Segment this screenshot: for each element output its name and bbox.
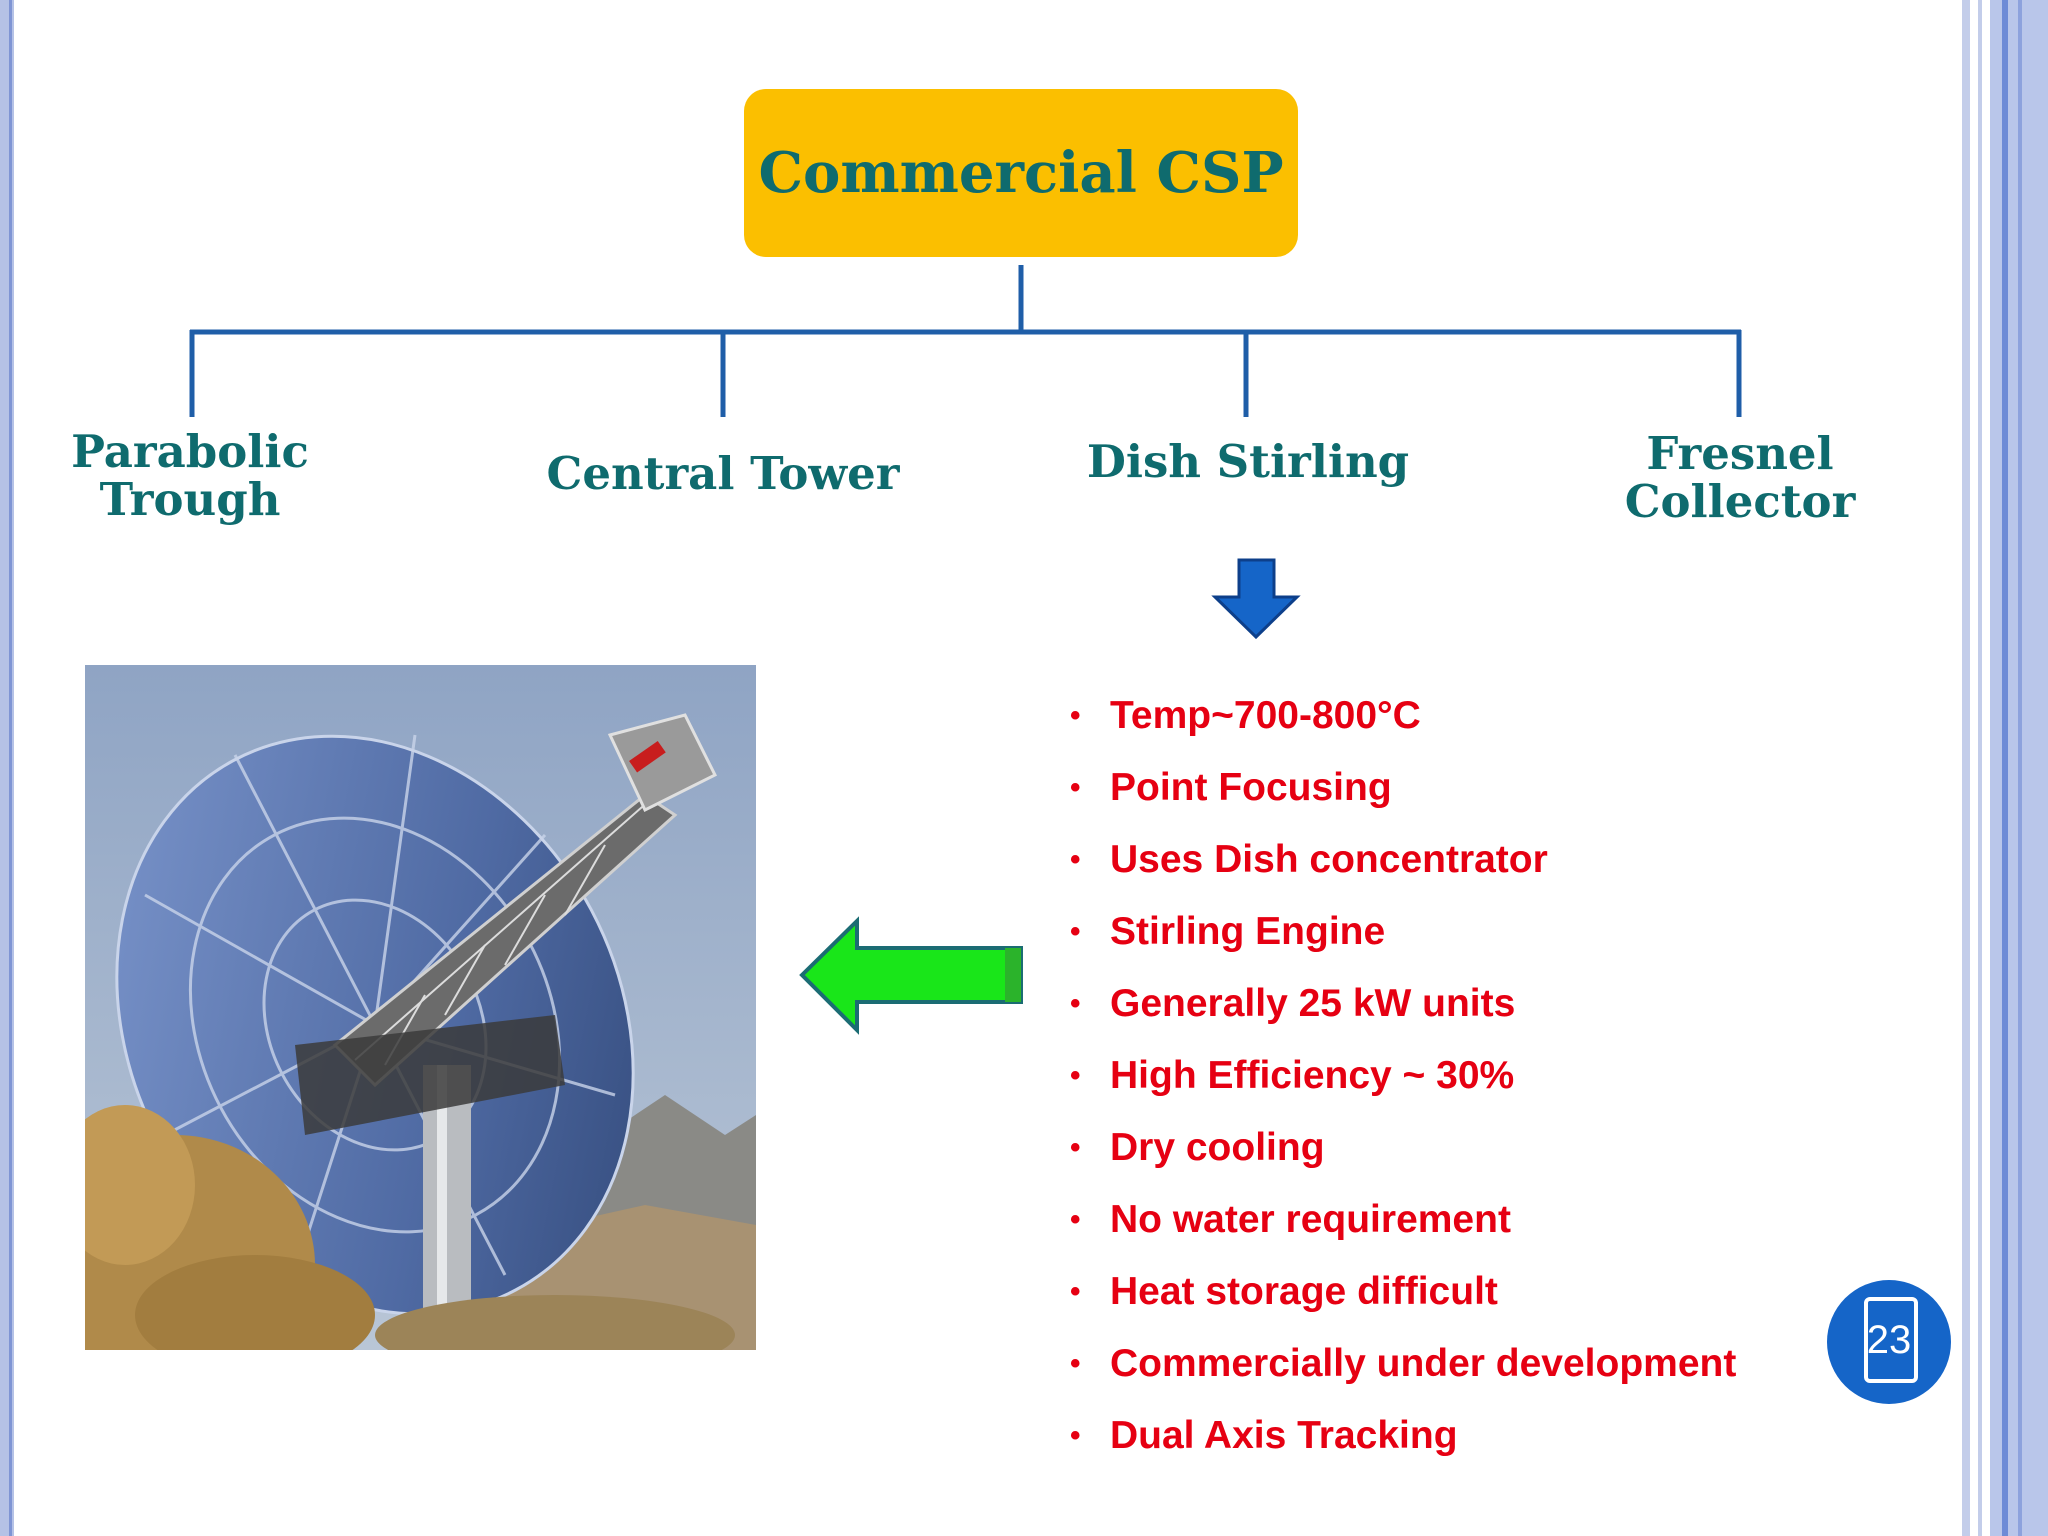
bullet-icon: • (1070, 843, 1081, 876)
bullet-icon: • (1070, 1347, 1081, 1380)
list-item: • Heat storage difficult (1068, 1264, 1736, 1336)
dish-stirling-feature-list: • Temp~700-800°C • Point Focusing • Uses Di… (1068, 688, 1736, 1480)
root-node-label: Commercial CSP (758, 140, 1284, 206)
bullet-icon: • (1070, 1131, 1081, 1164)
branch-node-parabolic-trough: Parabolic Trough (60, 428, 320, 524)
list-item-text: Commercially under development (1110, 1342, 1737, 1385)
list-item-text: No water requirement (1110, 1198, 1511, 1241)
slide-number-badge: 23 (1827, 1280, 1951, 1404)
list-item: • High Efficiency ~ 30% (1068, 1048, 1736, 1120)
list-item: • Temp~700-800°C (1068, 688, 1736, 760)
bullet-icon: • (1070, 1275, 1081, 1308)
branch-node-label-line1: Dish Stirling (1086, 435, 1410, 488)
list-item-text: Uses Dish concentrator (1110, 838, 1548, 881)
branch-node-central-tower: Central Tower (540, 450, 906, 498)
list-item: • No water requirement (1068, 1192, 1736, 1264)
branch-node-dish-stirling: Dish Stirling (1080, 438, 1416, 486)
slide-right-border-stripe (1962, 0, 1970, 1536)
bullet-icon: • (1070, 915, 1081, 948)
list-item-text: Dry cooling (1110, 1126, 1325, 1169)
slide-right-border-stripe (2002, 0, 2008, 1536)
down-arrow-icon (1211, 558, 1301, 640)
bullet-icon: • (1070, 1203, 1081, 1236)
list-item: • Point Focusing (1068, 760, 1736, 832)
list-item-text: Heat storage difficult (1110, 1270, 1498, 1313)
bullet-icon: • (1070, 771, 1081, 804)
dish-stirling-photo (85, 665, 756, 1350)
list-item-text: Temp~700-800°C (1110, 694, 1421, 737)
slide-right-border-stripe (1978, 0, 1982, 1536)
tablet-icon (1864, 1297, 1918, 1383)
branch-node-label-line2: Collector (1624, 475, 1856, 528)
slide-left-border (0, 0, 14, 1536)
bullet-icon: • (1070, 987, 1081, 1020)
list-item: • Stirling Engine (1068, 904, 1736, 976)
list-item: • Generally 25 kW units (1068, 976, 1736, 1048)
list-item-text: Generally 25 kW units (1110, 982, 1516, 1025)
list-item: • Uses Dish concentrator (1068, 832, 1736, 904)
list-item-text: Dual Axis Tracking (1110, 1414, 1458, 1457)
bullet-icon: • (1070, 699, 1081, 732)
branch-node-label-line2: Trough (99, 473, 281, 526)
list-item-text: Point Focusing (1110, 766, 1392, 809)
branch-node-label-line1: Parabolic (71, 425, 309, 478)
left-arrow-icon (799, 916, 1023, 1035)
list-item-text: High Efficiency ~ 30% (1110, 1054, 1515, 1097)
bullet-icon: • (1070, 1059, 1081, 1092)
branch-node-label-line1: Fresnel (1646, 427, 1834, 480)
list-item-text: Stirling Engine (1110, 910, 1386, 953)
list-item: • Dual Axis Tracking (1068, 1408, 1736, 1480)
slide-number: 23 (1866, 1318, 1912, 1362)
branch-node-fresnel-collector: Fresnel Collector (1610, 430, 1870, 526)
slide-right-border-stripe (2018, 0, 2022, 1536)
list-item: • Commercially under development (1068, 1336, 1736, 1408)
branch-node-label-line1: Central Tower (546, 447, 900, 500)
list-item: • Dry cooling (1068, 1120, 1736, 1192)
bullet-icon: • (1070, 1419, 1081, 1452)
root-node-commercial-csp: Commercial CSP (744, 89, 1298, 257)
